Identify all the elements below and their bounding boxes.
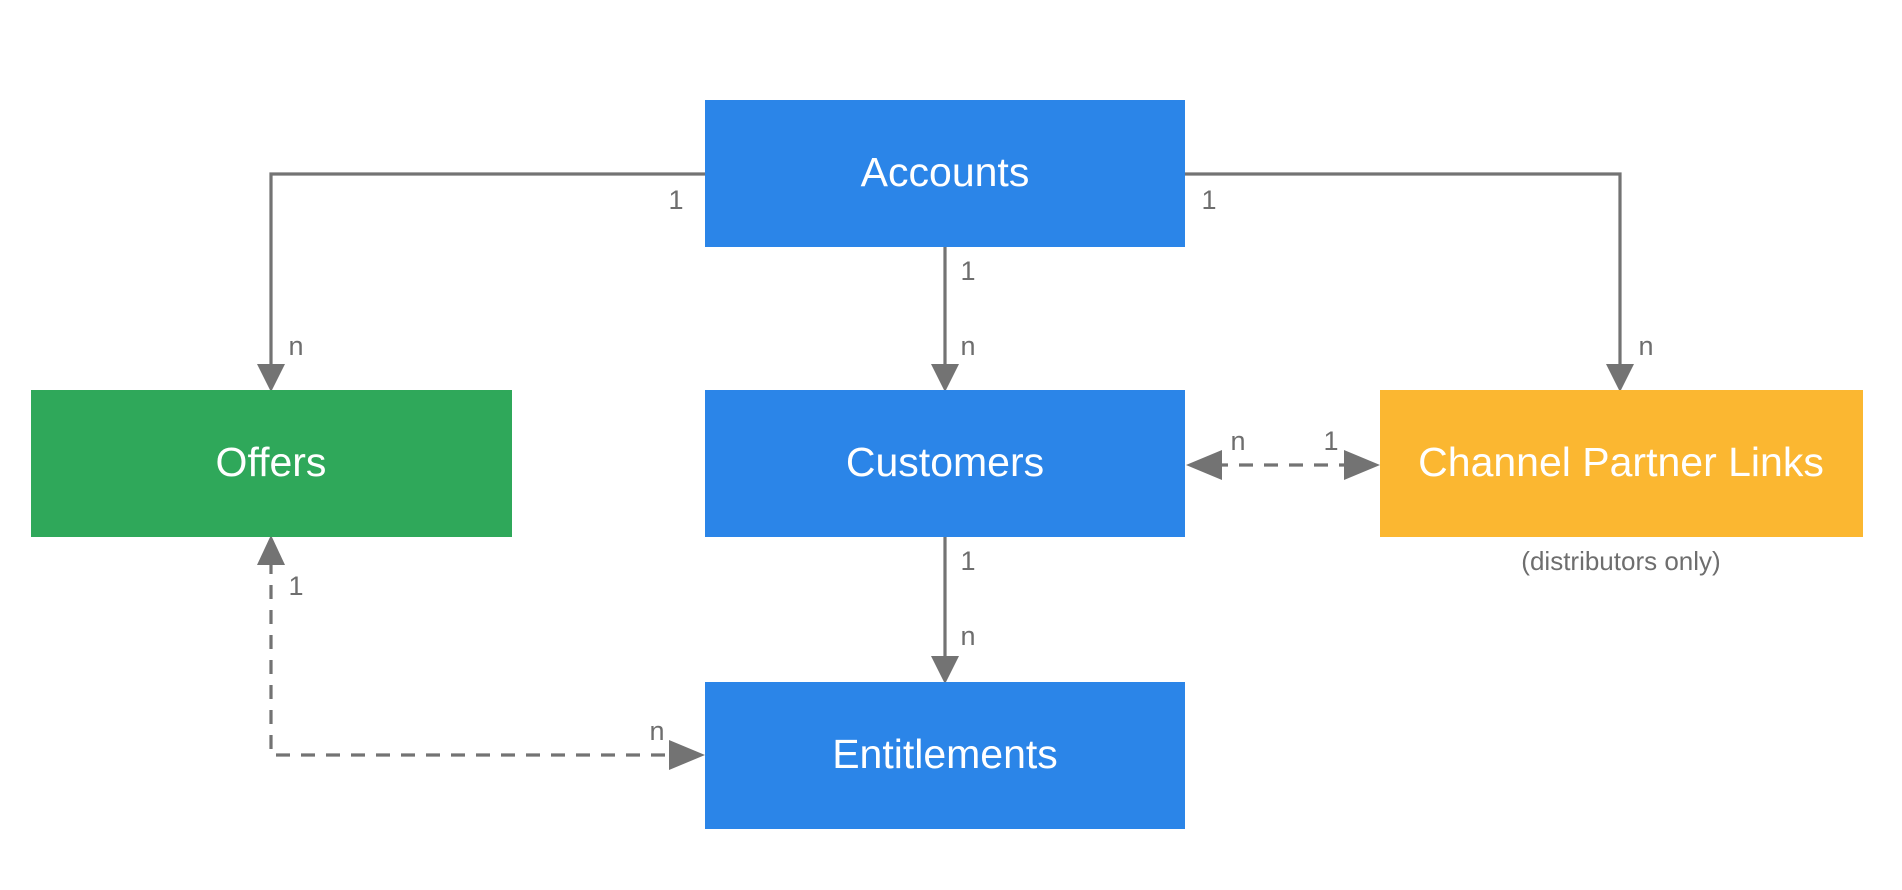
edge-accounts-to-customers: 1 n [931,247,976,392]
node-entitlements[interactable]: Entitlements [705,682,1185,829]
cardinality-label-offers-entitlements-target: n [649,716,664,746]
node-customers[interactable]: Customers [705,390,1185,537]
cardinality-label-customers-entitlements-source: 1 [960,546,975,576]
cardinality-label-offers-entitlements-source: 1 [288,571,303,601]
edge-accounts-to-channel-partner-links-path [1185,172,1622,378]
arrow-head-up-icon [257,535,285,565]
cardinality-label-accounts-cpl-source: 1 [1201,185,1216,215]
edge-accounts-to-channel-partner-links: 1 n [1185,172,1654,392]
node-accounts-label: Accounts [861,149,1030,195]
edge-offers-to-entitlements: 1 n [257,535,705,770]
node-offers-rect[interactable] [31,390,512,537]
node-customers-rect[interactable] [705,390,1185,537]
edge-customers-to-channel-partner-links: n 1 [1186,426,1380,480]
arrow-head-down-icon [931,364,959,392]
node-accounts[interactable]: Accounts [705,100,1185,247]
node-accounts-rect[interactable] [705,100,1185,247]
edge-customers-to-entitlements: 1 n [931,537,976,684]
cardinality-label-accounts-offers-source: 1 [668,185,683,215]
arrow-head-down-icon [257,364,285,392]
node-customers-label: Customers [846,439,1044,485]
edge-accounts-to-offers: 1 n [257,172,705,392]
arrow-head-right-icon [1344,450,1380,480]
node-channel-partner-links[interactable]: Channel Partner Links [1380,390,1863,537]
arrow-head-left-icon [1186,450,1222,480]
arrow-head-down-icon [931,656,959,684]
cardinality-label-accounts-customers-target: n [960,331,975,361]
cardinality-label-accounts-offers-target: n [288,331,303,361]
node-channel-partner-links-rect[interactable] [1380,390,1863,537]
node-offers-label: Offers [216,439,327,485]
cardinality-label-customers-cpl-target: 1 [1323,426,1338,456]
arrow-head-down-icon [1606,364,1634,392]
edge-accounts-to-offers-path [269,172,705,378]
cardinality-label-customers-entitlements-target: n [960,621,975,651]
distributors-only-note: (distributors only) [1521,546,1720,576]
edge-offers-to-entitlements-path [269,560,678,757]
node-entitlements-rect[interactable] [705,682,1185,829]
arrow-head-right-icon [669,740,705,770]
node-offers[interactable]: Offers [31,390,512,537]
node-entitlements-label: Entitlements [832,731,1058,777]
node-channel-partner-links-label: Channel Partner Links [1418,439,1824,485]
cardinality-label-accounts-customers-source: 1 [960,256,975,286]
cardinality-label-customers-cpl-source: n [1230,426,1245,456]
cardinality-label-accounts-cpl-target: n [1638,331,1653,361]
